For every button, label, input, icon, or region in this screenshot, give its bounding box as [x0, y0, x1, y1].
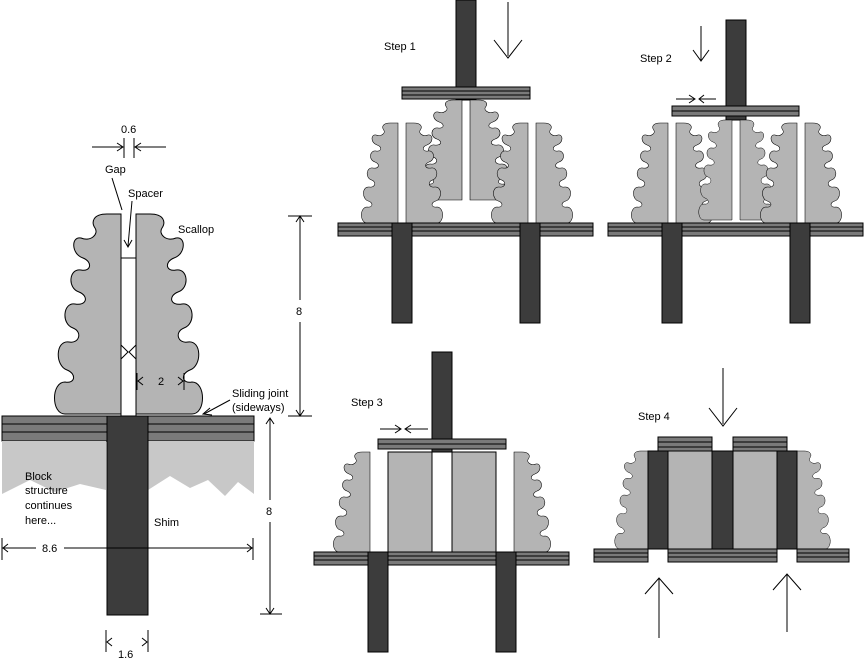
gap-label: Gap [105, 164, 126, 176]
width-dimension-label: 8.6 [42, 543, 57, 555]
step-4-figure: Step 4 [593, 368, 850, 638]
sliding-joint-label: Sliding joint [232, 388, 288, 400]
shim [106, 415, 149, 616]
gap-dimension [92, 138, 166, 158]
height-upper-label: 8 [296, 306, 302, 318]
width-dimension [1, 538, 254, 560]
height-lower-label: 8 [266, 506, 272, 518]
block-label-4: here... [25, 515, 56, 527]
shim-label: Shim [154, 517, 179, 529]
shim-width-dimension [105, 630, 149, 652]
scallop-width-dimension [136, 373, 185, 390]
height-dimension [260, 215, 312, 615]
sliding-joint-label-2: (sideways) [232, 402, 285, 414]
scallop-width-label: 2 [158, 376, 164, 388]
block-label-3: continues [25, 500, 73, 512]
spacer-label: Spacer [128, 188, 163, 200]
gap-dimension-label: 0.6 [121, 124, 136, 136]
step-2-figure: Step 2 [607, 19, 864, 324]
step-4-label: Step 4 [638, 411, 670, 423]
scallop-label: Scallop [178, 224, 214, 236]
step-3-label: Step 3 [351, 397, 383, 409]
step-2-label: Step 2 [640, 53, 672, 65]
gap-pointer [111, 177, 123, 211]
step-3-figure: Step 3 [313, 351, 570, 653]
step-1-figure: Step 1 [337, 0, 594, 324]
block-structure-right [148, 441, 254, 496]
spacer-pointer [127, 200, 133, 247]
detail-figure: 0.6 Gap Spacer Scallop 2 Sliding joint (… [1, 124, 312, 661]
block-label-2: structure [25, 485, 68, 497]
step-1-label: Step 1 [384, 41, 416, 53]
shim-width-label: 1.6 [118, 649, 133, 661]
block-structure [2, 441, 106, 494]
block-label-1: Block [25, 471, 52, 483]
